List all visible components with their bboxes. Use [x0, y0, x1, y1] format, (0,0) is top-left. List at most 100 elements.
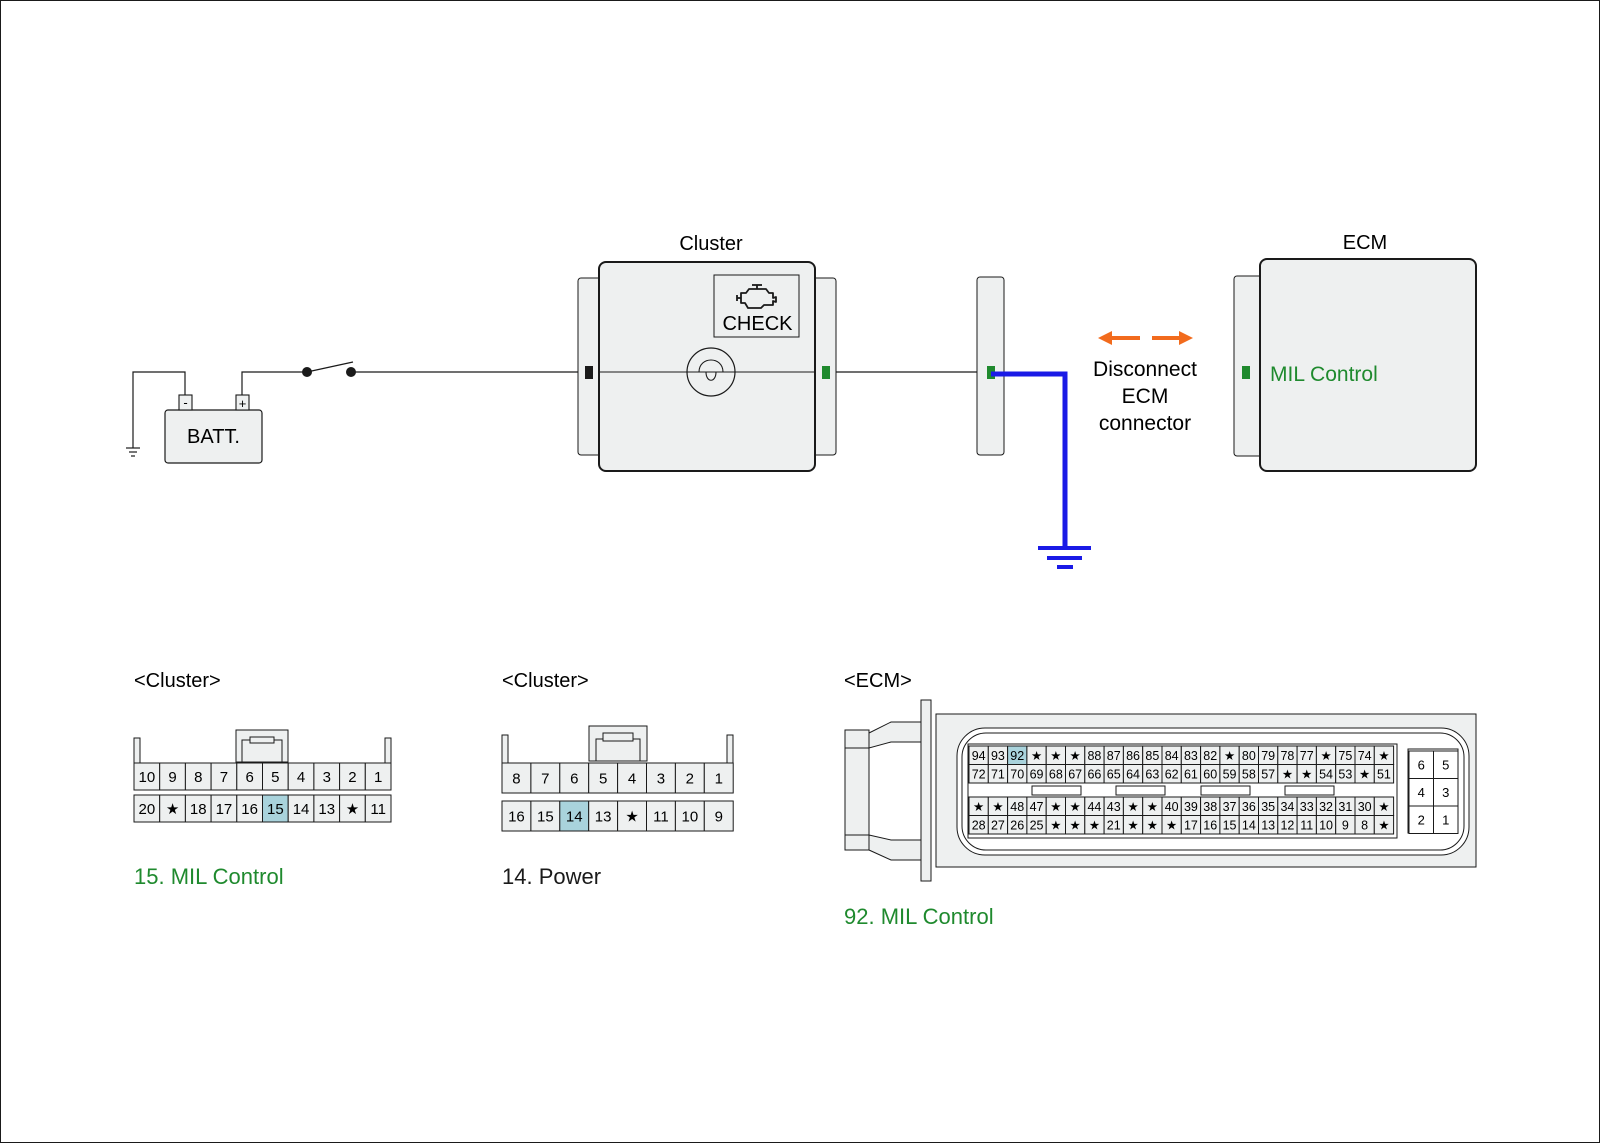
pin-cell	[236, 794, 264, 823]
pin-number: 93	[991, 749, 1005, 763]
pin-cell	[1408, 805, 1434, 834]
cluster-title: Cluster	[679, 233, 743, 255]
pin-cell-highlighted	[559, 800, 590, 832]
connector1-caption: 15. MIL Control	[134, 864, 284, 889]
pin-cell	[1433, 778, 1459, 807]
pin-number: 43	[1107, 800, 1121, 814]
pin-number: 34	[1280, 800, 1294, 814]
check-label: CHECK	[722, 313, 793, 335]
pin-number: 66	[1087, 767, 1101, 781]
disconnect-note-line1: Disconnect	[1093, 358, 1197, 381]
pin-cell	[184, 794, 212, 823]
pin-number: 32	[1319, 800, 1333, 814]
disconnect-note-line2: ECM	[1122, 385, 1169, 408]
pin-cell	[364, 762, 392, 791]
pin-number: ★	[1166, 818, 1177, 832]
pin-number: 37	[1223, 800, 1237, 814]
pin-cell	[287, 794, 315, 823]
pin-number: 44	[1087, 800, 1101, 814]
pin-number: 8	[194, 769, 202, 786]
pin-cell	[674, 800, 705, 832]
pin-number: 2	[1418, 813, 1425, 828]
pin-number: 57	[1261, 767, 1275, 781]
pin-number: ★	[1147, 818, 1158, 832]
pin-number: 9	[715, 808, 723, 825]
pin-number: ★	[1378, 818, 1389, 832]
pin-cell	[1433, 805, 1459, 834]
pin-number: 86	[1126, 749, 1140, 763]
battery-ground-wire	[132, 371, 186, 448]
disconnect-note-line3: connector	[1099, 412, 1191, 435]
pin-number: 60	[1203, 767, 1217, 781]
pin-number: 62	[1165, 767, 1179, 781]
pin-number: 6	[1418, 758, 1425, 773]
pin-number: 28	[972, 818, 986, 832]
connector2-latch	[588, 725, 648, 762]
pin-number: ★	[1127, 800, 1138, 814]
ground-jumper-wire	[991, 371, 1068, 548]
pin-number: 12	[1280, 818, 1294, 832]
pin-number: 18	[190, 801, 207, 818]
pin-number: 59	[1223, 767, 1237, 781]
pin-number: 84	[1165, 749, 1179, 763]
pin-number: 51	[1377, 767, 1391, 781]
connector1-latch	[235, 729, 289, 763]
pin-number: 82	[1203, 749, 1217, 763]
pin-number: ★	[1070, 818, 1081, 832]
connector-key	[1200, 785, 1251, 796]
pin-number: 3	[323, 769, 331, 786]
pin-number: 4	[297, 769, 305, 786]
pin-number: ★	[346, 801, 359, 818]
ecm-body	[1259, 258, 1477, 472]
connector3-caption: 92. MIL Control	[844, 904, 994, 929]
pin-number: ★	[992, 800, 1003, 814]
pin-number: 67	[1068, 767, 1082, 781]
pin-cell	[262, 762, 289, 791]
engine-icon	[736, 284, 777, 309]
pin-number: 1	[374, 769, 382, 786]
disconnect-arrows	[1098, 331, 1193, 345]
pin-number: ★	[1050, 818, 1061, 832]
pin-cell	[617, 800, 647, 832]
pin-number: 94	[972, 749, 986, 763]
pin-number: 20	[139, 801, 156, 818]
pin-number: 33	[1300, 800, 1314, 814]
pin-number: 16	[241, 801, 258, 818]
pin-number: 58	[1242, 767, 1256, 781]
pin-cell	[588, 762, 619, 794]
pin-number: 27	[991, 818, 1005, 832]
connector3-title: <ECM>	[844, 670, 912, 692]
pin-number: 70	[1010, 767, 1024, 781]
pin-number: 8	[1361, 818, 1368, 832]
pin-number: 15	[537, 808, 554, 825]
battery-pos-sign: +	[239, 396, 247, 411]
pin-cell	[339, 762, 366, 791]
pin-cell	[530, 762, 561, 794]
pin-number: 2	[348, 769, 356, 786]
pin-number: 63	[1145, 767, 1159, 781]
pin-number: 10	[139, 769, 156, 786]
pin-number: 6	[570, 770, 578, 787]
ecm-title: ECM	[1343, 232, 1387, 254]
pin-number: 14	[1242, 818, 1256, 832]
pin-number: 38	[1203, 800, 1217, 814]
pin-number: ★	[1070, 749, 1081, 763]
pin-number: 11	[1300, 818, 1313, 832]
pin-number: 69	[1030, 767, 1044, 781]
pin-number: ★	[1050, 800, 1061, 814]
connector-key	[1031, 785, 1082, 796]
connector-key	[1284, 785, 1335, 796]
pin-cell	[1373, 764, 1395, 784]
pin-number: 36	[1242, 800, 1256, 814]
pin-number: 85	[1145, 749, 1159, 763]
